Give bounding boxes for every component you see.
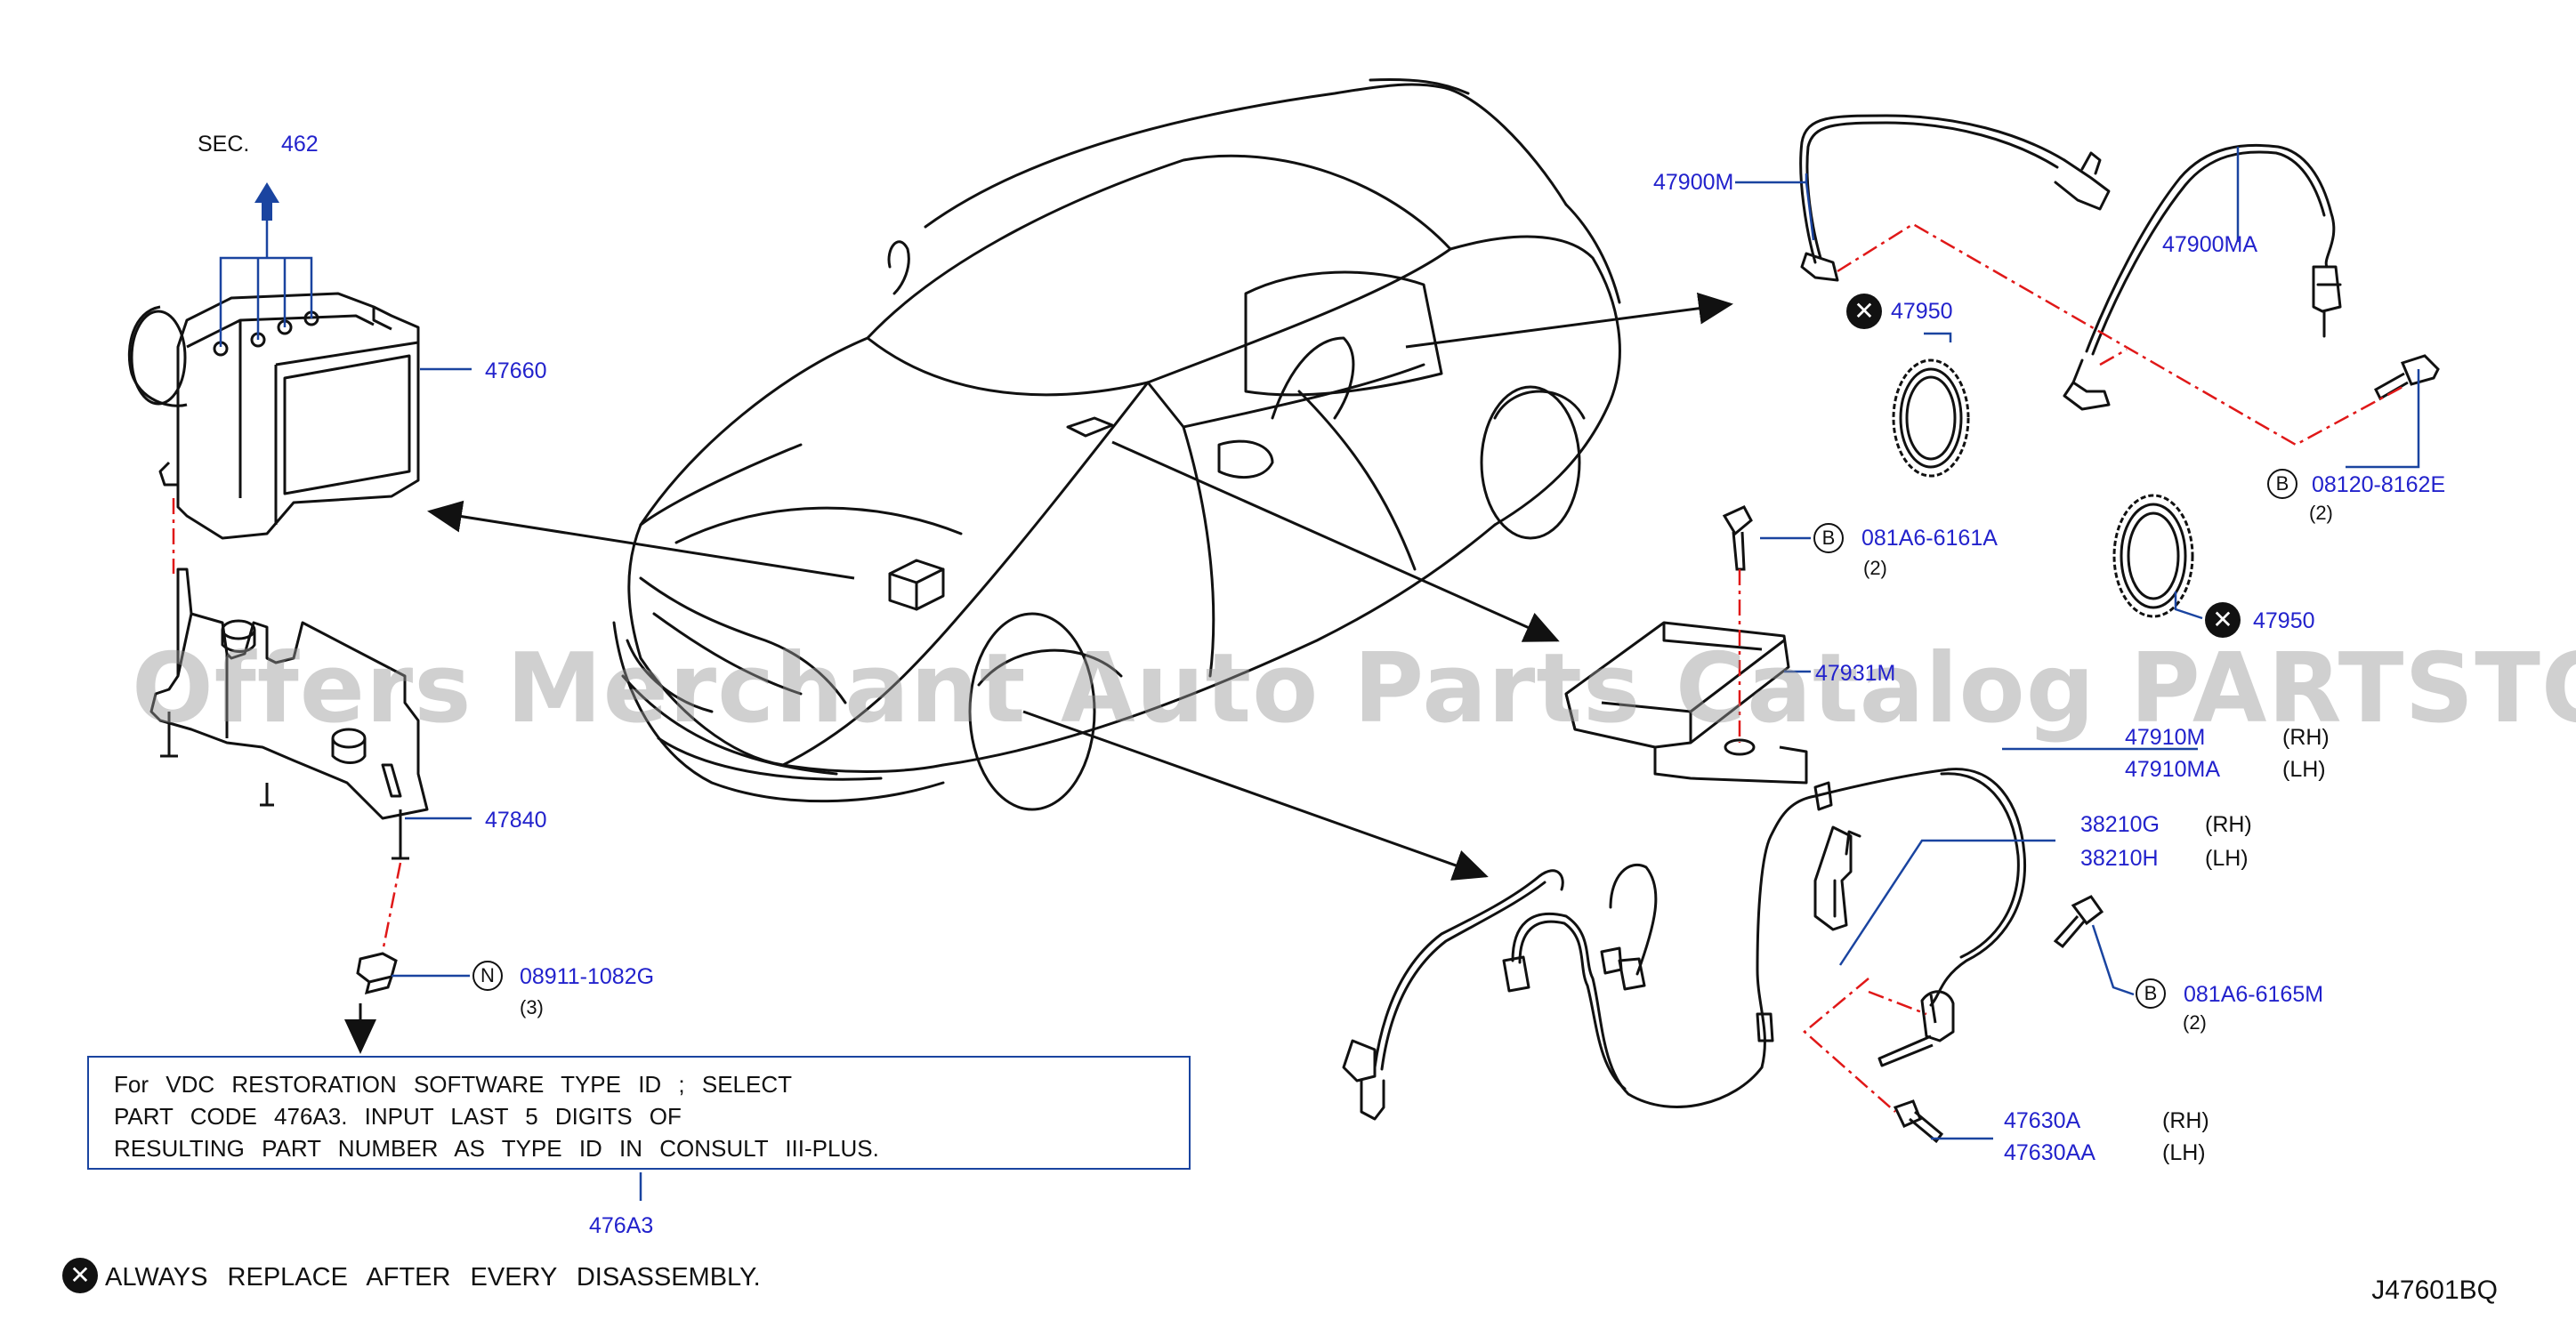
part-47630aa-side: (LH): [2162, 1140, 2206, 1165]
nut-symbol-n: N: [472, 961, 503, 991]
part-081a6-6161a-link[interactable]: 081A6-6161A: [1861, 526, 1998, 551]
bolt-08120-drawing: [2374, 354, 2440, 401]
part-081a6-6165m-link[interactable]: 081A6-6165M: [2184, 982, 2324, 1007]
replace-x-icon: ✕: [2205, 602, 2241, 638]
part-47630a-link[interactable]: 47630A: [2004, 1108, 2081, 1133]
part-38210g-side: (RH): [2205, 812, 2252, 837]
abs-bracket-drawing: [149, 567, 429, 860]
diagram-code: J47601BQ: [2371, 1276, 2498, 1305]
bolt-symbol-b-6161a: B: [1813, 523, 1844, 553]
part-47900m-link[interactable]: 47900M: [1653, 170, 1734, 195]
front-sensor-harness-drawing: [1799, 114, 2342, 411]
part-47910m-side: (RH): [2282, 725, 2330, 750]
pointer-arrows: [344, 292, 1733, 1054]
tone-ring-rear-drawing: [2112, 494, 2194, 618]
part-081a6-6161a-qty: (2): [1863, 557, 1887, 579]
sec-ref-link[interactable]: 462: [281, 132, 319, 157]
part-47910ma-link[interactable]: 47910MA: [2125, 757, 2221, 782]
part-08120-qty: (2): [2309, 502, 2333, 524]
tone-ring-front-drawing: [1892, 358, 1970, 478]
part-47900ma-link[interactable]: 47900MA: [2162, 232, 2258, 257]
sec-462-reference-bracket: [219, 218, 313, 347]
bolt-symbol-b-6165m: B: [2136, 978, 2166, 1009]
part-47630a-side: (RH): [2162, 1108, 2209, 1133]
part-081a6-6165m-qty: (2): [2183, 1011, 2207, 1034]
part-38210h-link[interactable]: 38210H: [2080, 846, 2159, 871]
leader-lines: [392, 147, 2420, 1201]
nut-drawing: [356, 952, 398, 995]
part-476a3-link[interactable]: 476A3: [589, 1213, 654, 1238]
note-line-3: RESULTING PART NUMBER AS TYPE ID IN CONS…: [114, 1135, 879, 1162]
part-47910m-link[interactable]: 47910M: [2125, 725, 2206, 750]
sec-prefix-label: SEC.: [198, 132, 250, 157]
bolt-6161a-drawing: [1722, 505, 1753, 571]
assembly-dash-lines: [172, 222, 2403, 1113]
note-line-1: For VDC RESTORATION SOFTWARE TYPE ID ; S…: [114, 1071, 793, 1098]
replace-x-icon: ✕: [62, 1258, 98, 1293]
vdc-note-box: For VDC RESTORATION SOFTWARE TYPE ID ; S…: [87, 1056, 1191, 1170]
replace-x-icon: ✕: [1846, 294, 1882, 329]
sec-up-arrow-icon: [254, 182, 279, 221]
bolt-6165m-drawing: [2053, 895, 2104, 949]
watermark: Offers Merchant Auto Parts Catalog PARTS…: [132, 633, 2576, 745]
replace-legend-text: ALWAYS REPLACE AFTER EVERY DISASSEMBLY.: [105, 1263, 761, 1292]
car-illustration: [612, 78, 1621, 811]
part-47630aa-link[interactable]: 47630AA: [2004, 1140, 2096, 1165]
bolt-47630a-drawing: [1893, 1099, 1944, 1144]
part-47660-link[interactable]: 47660: [485, 358, 547, 383]
part-47950-front-link[interactable]: 47950: [1891, 299, 1953, 324]
part-47840-link[interactable]: 47840: [485, 808, 547, 833]
note-line-2: PART CODE 476A3. INPUT LAST 5 DIGITS OF: [114, 1103, 682, 1130]
part-47910ma-side: (LH): [2282, 757, 2326, 782]
part-08911-qty: (3): [520, 996, 544, 1018]
part-47931m-link[interactable]: 47931M: [1815, 661, 1896, 686]
part-47950-rear-link[interactable]: 47950: [2253, 608, 2315, 633]
part-38210h-side: (LH): [2205, 846, 2249, 871]
rear-sensor-harness-drawing: [1342, 768, 2027, 1121]
bolt-symbol-b-08120: B: [2267, 469, 2297, 499]
part-38210g-link[interactable]: 38210G: [2080, 812, 2160, 837]
part-08120-8162e-link[interactable]: 08120-8162E: [2312, 472, 2446, 497]
rear-wheel-sensor-drawing: [1877, 990, 1955, 1067]
part-08911-1082g-link[interactable]: 08911-1082G: [520, 964, 655, 989]
